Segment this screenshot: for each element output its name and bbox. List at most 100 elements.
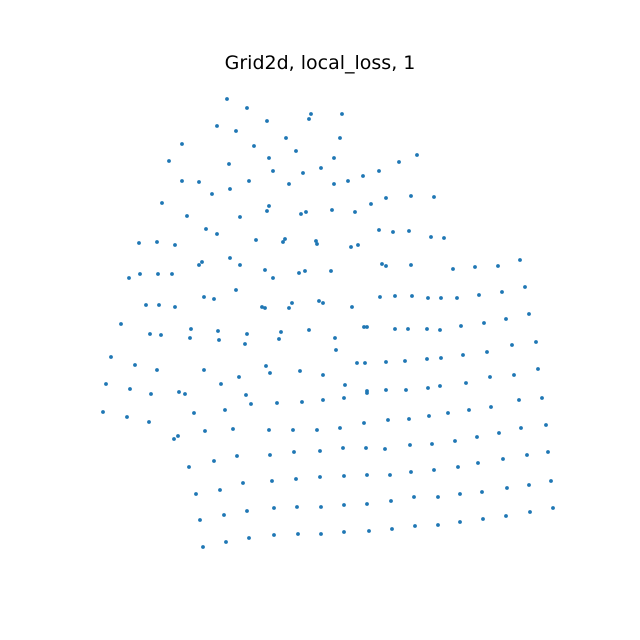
- data-point: [148, 332, 152, 336]
- data-point: [367, 529, 371, 533]
- data-point: [451, 267, 455, 271]
- data-point: [281, 240, 285, 244]
- data-point: [355, 361, 359, 365]
- data-point: [477, 293, 481, 297]
- data-point: [517, 398, 521, 402]
- data-point: [338, 426, 342, 430]
- data-point: [510, 343, 514, 347]
- data-point: [247, 536, 251, 540]
- data-point: [407, 229, 411, 233]
- data-point: [264, 364, 268, 368]
- data-point: [404, 388, 408, 392]
- data-point: [231, 427, 235, 431]
- data-point: [386, 418, 390, 422]
- data-point: [319, 505, 323, 509]
- data-point: [329, 269, 333, 273]
- data-point: [481, 517, 485, 521]
- data-point: [430, 442, 434, 446]
- data-point: [235, 454, 239, 458]
- data-point: [295, 505, 299, 509]
- data-point: [296, 532, 300, 536]
- data-point: [304, 210, 308, 214]
- data-point: [549, 479, 553, 483]
- chart-title: Grid2d, local_loss, 1: [224, 52, 416, 74]
- data-point: [519, 426, 523, 430]
- data-point: [415, 153, 419, 157]
- data-point: [458, 520, 462, 524]
- data-point: [237, 375, 241, 379]
- data-point: [321, 301, 325, 305]
- data-point: [157, 303, 161, 307]
- data-point: [319, 166, 323, 170]
- data-point: [458, 492, 462, 496]
- data-point: [438, 328, 442, 332]
- data-point: [267, 204, 271, 208]
- data-point: [192, 411, 196, 415]
- data-point: [425, 327, 429, 331]
- data-point: [456, 465, 460, 469]
- data-point: [197, 263, 201, 267]
- data-point: [160, 201, 164, 205]
- data-point: [173, 305, 177, 309]
- data-point: [222, 513, 226, 517]
- data-point: [330, 208, 334, 212]
- data-point: [204, 227, 208, 231]
- data-point: [203, 429, 207, 433]
- data-point: [299, 212, 303, 216]
- data-point: [317, 299, 321, 303]
- data-point: [536, 367, 540, 371]
- data-point: [504, 514, 508, 518]
- data-point: [333, 336, 337, 340]
- data-point: [544, 423, 548, 427]
- data-point: [384, 360, 388, 364]
- data-point: [252, 144, 256, 148]
- data-point: [380, 262, 384, 266]
- data-point: [332, 182, 336, 186]
- data-point: [461, 353, 465, 357]
- data-point: [187, 465, 191, 469]
- data-point: [338, 136, 342, 140]
- data-point: [172, 437, 176, 441]
- data-point: [260, 305, 264, 309]
- data-point: [406, 327, 410, 331]
- data-point: [227, 162, 231, 166]
- data-point: [388, 473, 392, 477]
- data-point: [525, 453, 529, 457]
- data-point: [292, 450, 296, 454]
- data-point: [303, 269, 307, 273]
- data-point: [436, 495, 440, 499]
- data-point: [342, 503, 346, 507]
- data-point: [249, 402, 253, 406]
- data-point: [272, 506, 276, 510]
- data-point: [194, 492, 198, 496]
- data-point: [432, 195, 436, 199]
- data-point: [540, 396, 544, 400]
- data-point: [364, 446, 368, 450]
- data-point: [198, 518, 202, 522]
- data-point: [247, 179, 251, 183]
- data-point: [104, 382, 108, 386]
- data-point: [294, 477, 298, 481]
- data-point: [389, 499, 393, 503]
- data-point: [409, 194, 413, 198]
- data-point: [301, 171, 305, 175]
- data-point: [180, 142, 184, 146]
- data-point: [319, 532, 323, 536]
- data-point: [238, 215, 242, 219]
- data-point: [334, 348, 338, 352]
- data-point: [397, 160, 401, 164]
- data-point: [403, 359, 407, 363]
- data-point: [342, 530, 346, 534]
- data-point: [439, 356, 443, 360]
- data-point: [275, 401, 279, 405]
- data-point: [189, 327, 193, 331]
- data-point: [224, 540, 228, 544]
- data-point: [291, 428, 295, 432]
- data-point: [183, 392, 187, 396]
- data-point: [429, 235, 433, 239]
- data-point: [504, 317, 508, 321]
- data-point: [188, 336, 192, 340]
- data-point: [512, 373, 516, 377]
- data-point: [362, 421, 366, 425]
- data-point: [408, 443, 412, 447]
